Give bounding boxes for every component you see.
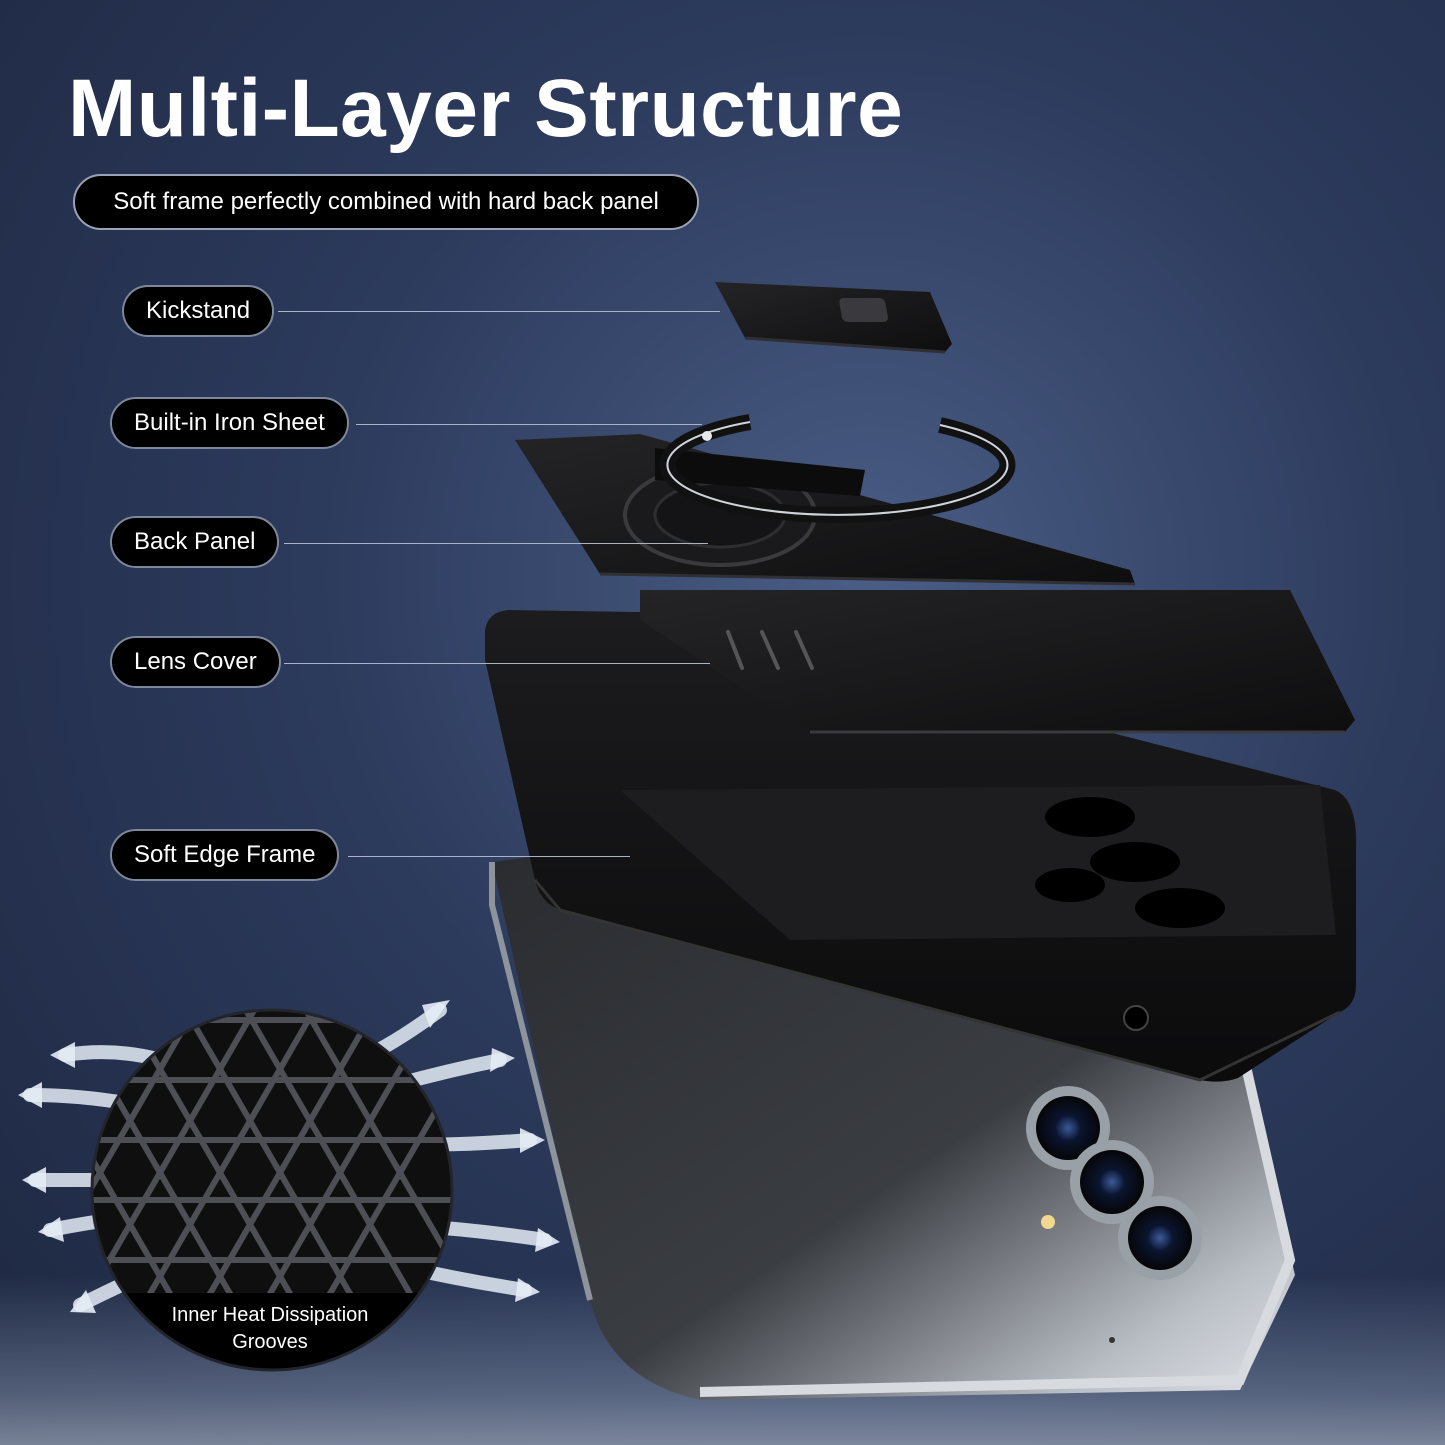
inset-caption-line2: Grooves — [232, 1331, 308, 1353]
label-kickstand: Kickstand — [122, 285, 275, 337]
inset-caption: Inner Heat Dissipation Grooves — [130, 1302, 410, 1356]
soft-edge-frame — [485, 610, 1357, 1082]
iron-sheet-ring — [659, 414, 1016, 523]
leader-iron-sheet — [356, 424, 702, 425]
label-lens-cover: Lens Cover — [110, 636, 281, 688]
inset-caption-line1: Inner Heat Dissipation — [171, 1304, 369, 1326]
label-soft-edge-frame-text: Soft Edge Frame — [134, 841, 316, 868]
leader-kickstand — [278, 311, 720, 312]
arrowheads — [18, 1000, 560, 1313]
subtitle-text: Soft frame perfectly combined with hard … — [113, 188, 659, 215]
label-soft-edge-frame: Soft Edge Frame — [110, 829, 340, 881]
label-iron-sheet: Built-in Iron Sheet — [110, 397, 349, 449]
leader-back-panel — [284, 543, 708, 544]
label-kickstand-text: Kickstand — [146, 297, 251, 324]
kickstand — [715, 282, 952, 354]
label-lens-cover-text: Lens Cover — [134, 648, 257, 675]
lens-cover — [640, 590, 1355, 734]
page-title: Multi-Layer Structure — [68, 63, 904, 154]
leader-soft-edge-frame — [348, 856, 630, 857]
subtitle-pill: Soft frame perfectly combined with hard … — [73, 174, 699, 230]
frame-camera-cutouts — [1035, 797, 1225, 928]
phone-camera-lenses — [1026, 1086, 1202, 1343]
leader-lens-cover — [284, 663, 710, 664]
label-back-panel-text: Back Panel — [134, 528, 256, 555]
label-back-panel: Back Panel — [110, 516, 280, 568]
label-iron-sheet-text: Built-in Iron Sheet — [134, 409, 325, 436]
